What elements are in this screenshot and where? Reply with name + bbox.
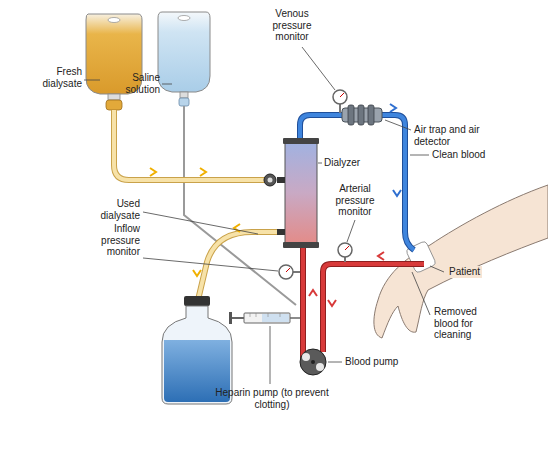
- monitor-label: Arterial pressure monitor: [330, 183, 380, 218]
- pump-label: Heparin pump (to prevent clotting): [212, 387, 332, 410]
- arterial-tube: [323, 264, 424, 352]
- venous-gauge: [333, 90, 347, 104]
- dialysate-valve: [264, 174, 276, 186]
- flow-arrows-red: [309, 252, 384, 306]
- patient-label: Patient: [447, 266, 482, 278]
- used-dialysate-tube: [198, 232, 283, 300]
- flow-arrows-blue: [390, 104, 401, 196]
- saline-line: [184, 106, 296, 305]
- detector-label: Air trap and air detector: [414, 124, 494, 147]
- gauge-needle: [286, 268, 290, 272]
- fresh-dialysate-tube: [114, 110, 266, 180]
- tube-label: Removed blood for cleaning: [434, 306, 488, 341]
- gauge-stem: [339, 104, 341, 113]
- dialysate-bag: [86, 14, 142, 110]
- saline-bag: [158, 12, 210, 106]
- monitor-label: Inflow pressure monitor: [80, 223, 140, 258]
- bag-label: Fresh dialysate: [22, 66, 82, 89]
- dialyzer-label: Dialyzer: [324, 157, 384, 169]
- gauge-needle: [345, 246, 349, 250]
- gauge-needle: [340, 93, 344, 97]
- monitor-label: Venous pressure monitor: [262, 8, 322, 43]
- arterial-gauge: [338, 243, 352, 257]
- heparin-syringe: [229, 312, 300, 324]
- pumped-tube: [300, 246, 306, 360]
- used-dialysate-tube: [198, 232, 283, 300]
- dialyzer: [277, 138, 319, 248]
- fresh-dialysate-tube: [114, 110, 266, 180]
- arterial-tube: [323, 264, 424, 352]
- inflow-gauge: [279, 265, 293, 279]
- air-trap: [342, 105, 382, 125]
- pump-label: Blood pump: [345, 356, 415, 368]
- pumped-tube: [301, 246, 305, 360]
- dialysate-valve: [268, 178, 273, 183]
- tube-label: Clean blood: [432, 149, 512, 161]
- tube-label: Used dialysate: [80, 198, 140, 221]
- bag-label: Saline solution: [110, 72, 160, 95]
- blood-pump: [300, 349, 326, 375]
- gauge-stem: [293, 271, 300, 273]
